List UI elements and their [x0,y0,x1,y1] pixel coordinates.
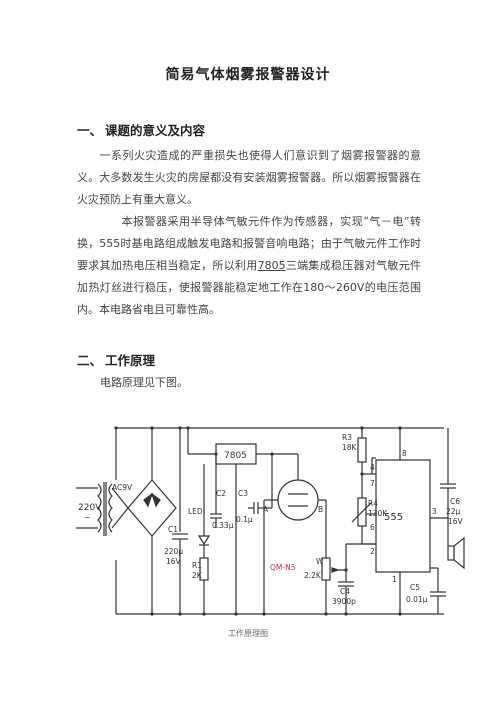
c1-label: C1 [168,525,178,534]
transformer-label: AC9V [112,483,133,492]
c1-value-1: 220μ [164,547,183,556]
section-2-title: 工作原理 [105,353,156,368]
mains-voltage-label: 220V [78,503,102,513]
c3-label: C3 [238,489,248,498]
c6-value-1: 22μ [446,507,461,516]
timer-pin-7: 7 [370,479,375,488]
timer-pin-6: 6 [370,523,375,532]
circuit-schematic: AC9V 220V ~ 7805 QM-N5 A B LED 555 C1 22… [76,426,465,616]
mains-symbol: ~ [84,513,90,522]
sensor-label: QM-N5 [270,563,296,572]
figure-caption: 工作原理图 [228,629,268,638]
c5-label: C5 [410,583,420,592]
regulator-label: 7805 [224,451,247,461]
regulator-7805-link[interactable]: 7805 [257,259,286,272]
document-title: 简易气体烟雾报警器设计 [165,67,331,83]
sensor-pin-a: A [263,505,269,514]
section-1-number: 一、 [77,123,103,138]
r1-label: R1 [192,561,202,570]
section-2-number: 二、 [77,353,103,368]
r4-label: R4 [368,499,378,508]
timer-pin-1: 1 [392,575,397,584]
sensor-pin-b: B [318,505,323,514]
section-1-heading: 一、课题的意义及内容 [77,120,205,139]
led-label: LED [188,507,203,516]
c4-value: 3900p [332,597,356,606]
c5-value: 0.01μ [406,595,428,604]
timer-pin-2: 2 [370,547,375,556]
r3-label: R3 [342,433,352,442]
r3-value: 18K [342,443,358,452]
pot-label: W [316,557,324,566]
r4-value: 130K [368,509,388,518]
timer-pin-8: 8 [402,449,407,458]
c2-value: 0.33μ [212,521,234,530]
c1-value-2: 16V [166,557,182,566]
section-2-paragraph-1: 电路原理见下图。 [100,376,188,389]
r1-value: 2K [192,571,203,580]
section-1-paragraph-1: 一系列火灾造成的严重损失也使得人们意识到了烟雾报警器的意义。大多数发生火灾的房屋… [77,149,421,206]
section-2-heading: 二、工作原理 [77,350,155,369]
c6-value-2: 16V [448,517,464,526]
timer-pin-3: 3 [432,507,437,516]
timer-label: 555 [384,512,403,523]
timer-555-text: 555 [99,237,121,250]
c6-label: C6 [450,497,460,506]
c2-label: C2 [216,489,226,498]
voltage-range-text: 180～260V [303,281,365,294]
pot-value: 2.2K [304,571,322,580]
section-1-title: 课题的意义及内容 [105,123,206,138]
c3-value: 0.1μ [236,515,253,524]
timer-pin-4: 4 [370,463,375,472]
section-1-paragraph-2: 本报警器采用半导体气敏元件作为传感器，实现“气－电”转换，555时基电路组成触发… [77,215,422,316]
c4-label: C4 [340,587,350,596]
